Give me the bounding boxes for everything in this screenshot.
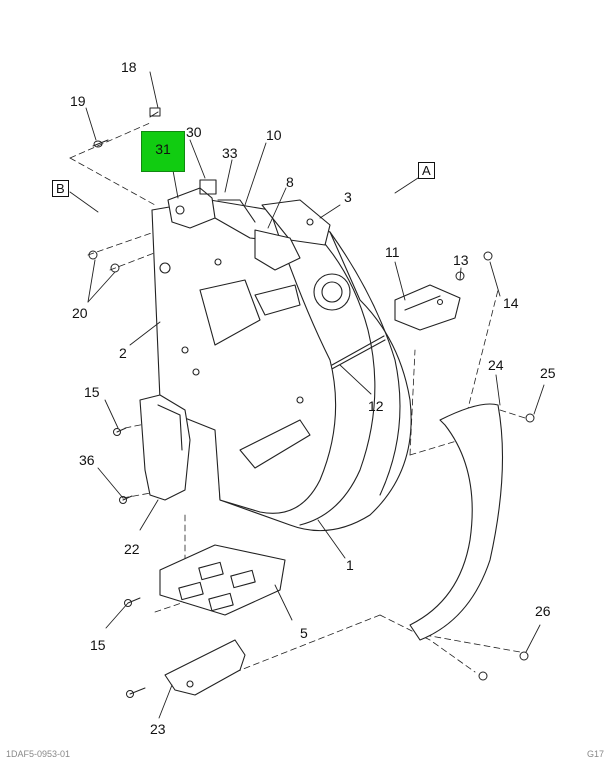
callout-26: 26: [535, 603, 551, 619]
callout-5: 5: [300, 625, 308, 641]
callout-15-lower: 15: [90, 637, 106, 653]
sender-unit: [254, 229, 301, 271]
footer-right-id: G17: [586, 749, 604, 759]
view-label-a: A: [418, 162, 435, 179]
view-label-b: B: [52, 180, 69, 197]
callout-3: 3: [344, 189, 352, 205]
callout-1: 1: [346, 557, 354, 573]
callout-30: 30: [186, 124, 202, 140]
callout-8: 8: [286, 174, 294, 190]
support-bracket: [164, 639, 246, 696]
clamp-bracket: [394, 284, 461, 331]
callout-33: 33: [222, 145, 238, 161]
callout-13: 13: [453, 252, 469, 268]
highlighted-callout-31[interactable]: 31: [141, 131, 185, 172]
callout-10: 10: [266, 127, 282, 143]
callout-23: 23: [150, 721, 166, 737]
callout-19: 19: [70, 93, 86, 109]
callout-14: 14: [503, 295, 519, 311]
footer-left-id: 1DAF5-0953-01: [6, 749, 71, 759]
callout-2: 2: [119, 345, 127, 361]
callout-36: 36: [79, 452, 95, 468]
callout-18: 18: [121, 59, 137, 75]
leader-lines: [69, 71, 545, 719]
shield-panel: [139, 394, 191, 501]
callout-15-upper: 15: [84, 384, 100, 400]
strap: [409, 403, 504, 641]
top-bracket: [261, 199, 331, 246]
front-plate: [151, 199, 337, 514]
callout-24: 24: [488, 357, 504, 373]
callout-20: 20: [72, 305, 88, 321]
callout-25: 25: [540, 365, 556, 381]
callout-22: 22: [124, 541, 140, 557]
callout-11: 11: [385, 244, 400, 260]
callout-12: 12: [368, 398, 384, 414]
skid-plate: [159, 544, 286, 616]
